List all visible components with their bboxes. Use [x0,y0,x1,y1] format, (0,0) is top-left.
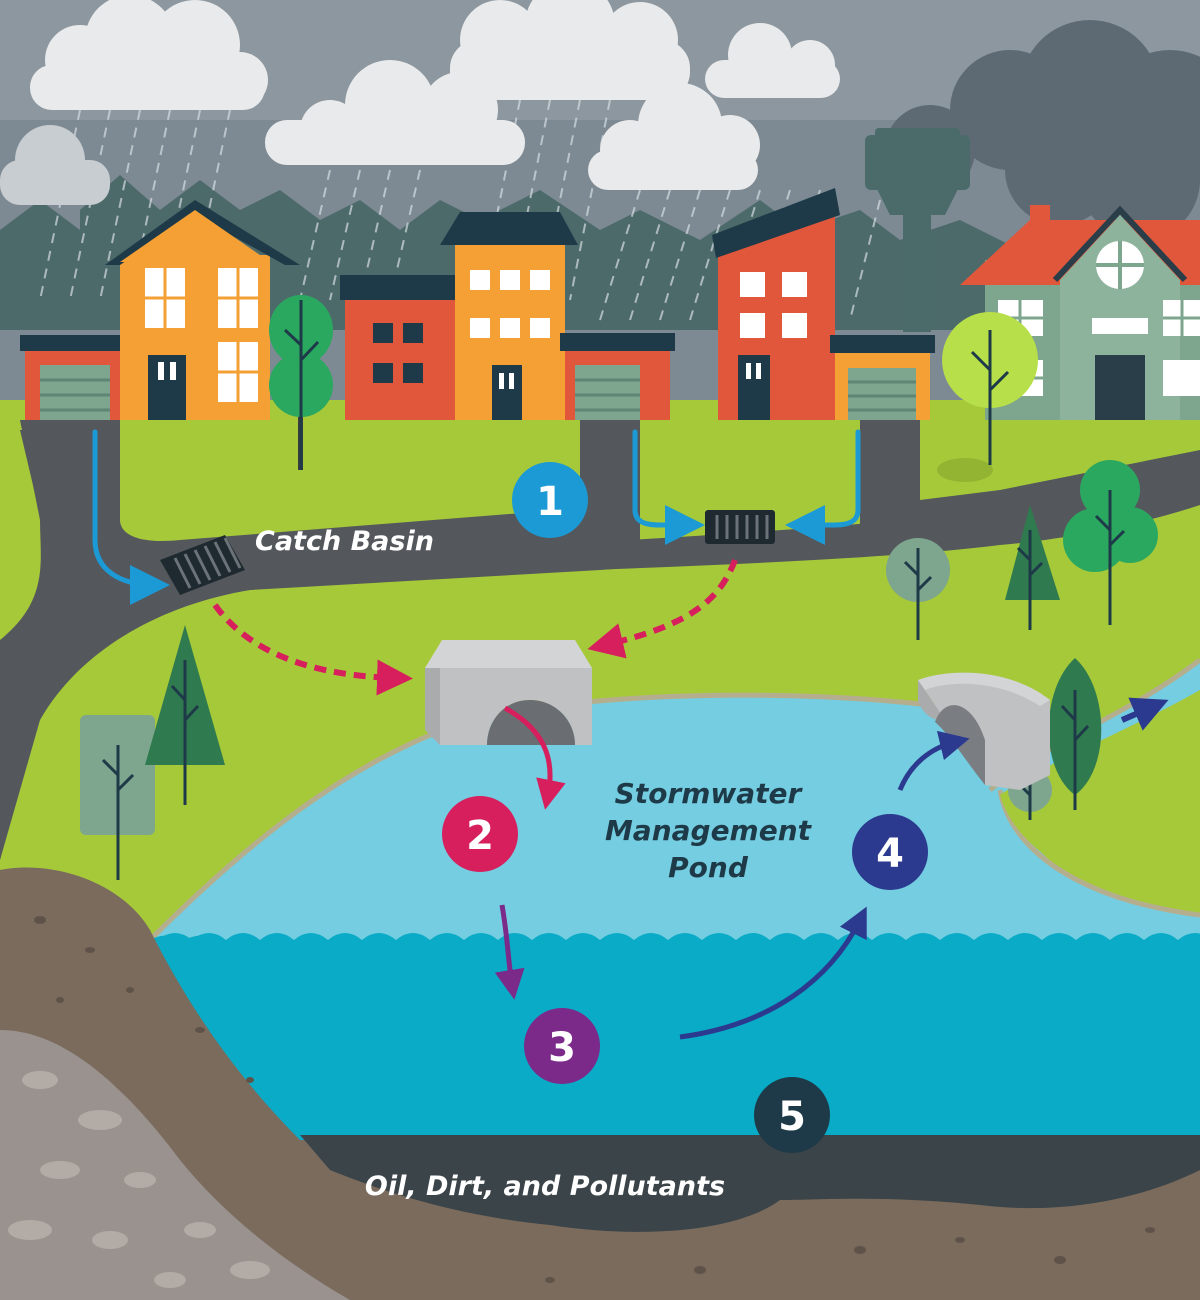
tree [269,295,333,470]
tree [80,715,155,880]
inlet-culvert [425,640,592,745]
flow-arrow [503,705,566,810]
step-marker-5: 5 [754,1077,830,1153]
house-modern [712,188,935,420]
catch-basin-label: Catch Basin [255,526,434,557]
cloud [450,0,690,100]
cloud [265,60,525,165]
step-number-2: 2 [466,813,494,859]
tree [1063,460,1158,625]
townhouses [340,212,675,420]
catch-basin-grate [705,510,775,544]
step-marker-3: 3 [524,1008,600,1084]
water-tower [865,128,970,332]
flow-arrow [897,730,970,791]
tree [145,625,225,805]
catch-basin-grate [160,535,245,595]
pond-label-line-1: Stormwater [615,777,804,810]
step-number-5: 5 [778,1094,806,1140]
tree [1048,658,1102,810]
flow-arrow [679,906,867,1040]
flow-arrow-dashed [212,558,738,696]
background-tree-line [0,175,1200,330]
soil-pebbles [8,1071,270,1288]
cloud [588,83,760,190]
house-orange [20,200,300,420]
step-number-1: 1 [536,479,564,525]
runoff-arrow [92,429,861,605]
road [0,420,1200,860]
grass-peninsula [1000,690,1200,905]
flow-arrow [494,904,525,1000]
step-marker-2: 2 [442,796,518,872]
pond-deep-water [150,935,1200,1140]
soil-pebbles [34,916,1155,1283]
school-building [960,205,1200,420]
flow-arrow [1120,697,1169,731]
tree [886,538,950,640]
step-number-3: 3 [548,1025,576,1071]
cloud [0,125,110,205]
pond-surface [150,695,1200,960]
soil-deep [0,1030,350,1300]
step-marker-1: 1 [512,462,588,538]
cloud [30,0,268,110]
storm-clouds [885,20,1200,240]
pond-label-line-2: Management [605,814,813,847]
tree [1005,505,1060,630]
step-marker-4: 4 [852,814,928,890]
step-number-4: 4 [876,831,904,877]
pond-bank [997,789,1200,918]
sediment-label: Oil, Dirt, and Pollutants [365,1171,725,1202]
pond-label-line-3: Pond [668,851,749,884]
tree [937,312,1038,482]
wave-line [158,933,1200,950]
sediment-layer [300,1135,1200,1232]
cloud [705,23,840,98]
